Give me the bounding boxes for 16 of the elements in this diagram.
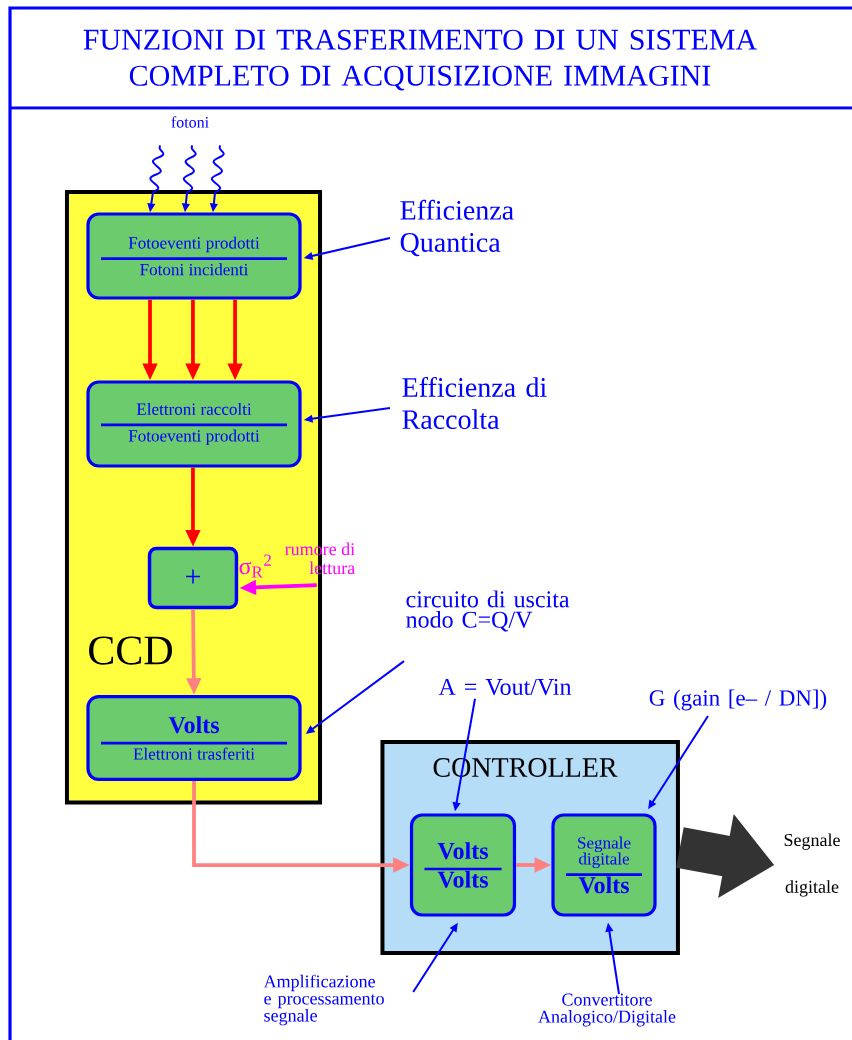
annotation-text: Amplificazione e processamento segnale [263,974,384,1026]
annotation-text: A = Vout/Vin [438,678,572,696]
output-label: Segnale digitale [784,833,840,897]
summing-box: + [147,546,239,610]
ratio-box: Volts Volts [409,813,517,917]
title: FUNZIONI DI TRASFERIMENTO DI UN SISTEMA COMPLETO DI ACQUISIZIONE IMMAGINI [83,29,757,91]
ratio-box: Segnale digitale Volts [551,813,657,917]
annotation-text: G (gain [e– / DN]) [649,689,827,711]
annotation-text: Efficienza Quantica [400,199,514,257]
annotation-text: circuito di uscita nodo C=Q/V [406,590,570,632]
ratio-box: Elettroni raccolti Fotoeventi prodotti [86,380,302,468]
annotation-text: Convertitore Analogico/Digitale [538,993,676,1027]
ratio-box: Volts Elettroni trasferiti [86,694,302,782]
ratio-box: Fotoeventi prodotti Fotoni incidenti [86,212,302,300]
annotation-text: Efficienza di Raccolta [402,376,547,430]
photon-label: fotoni [171,116,209,128]
